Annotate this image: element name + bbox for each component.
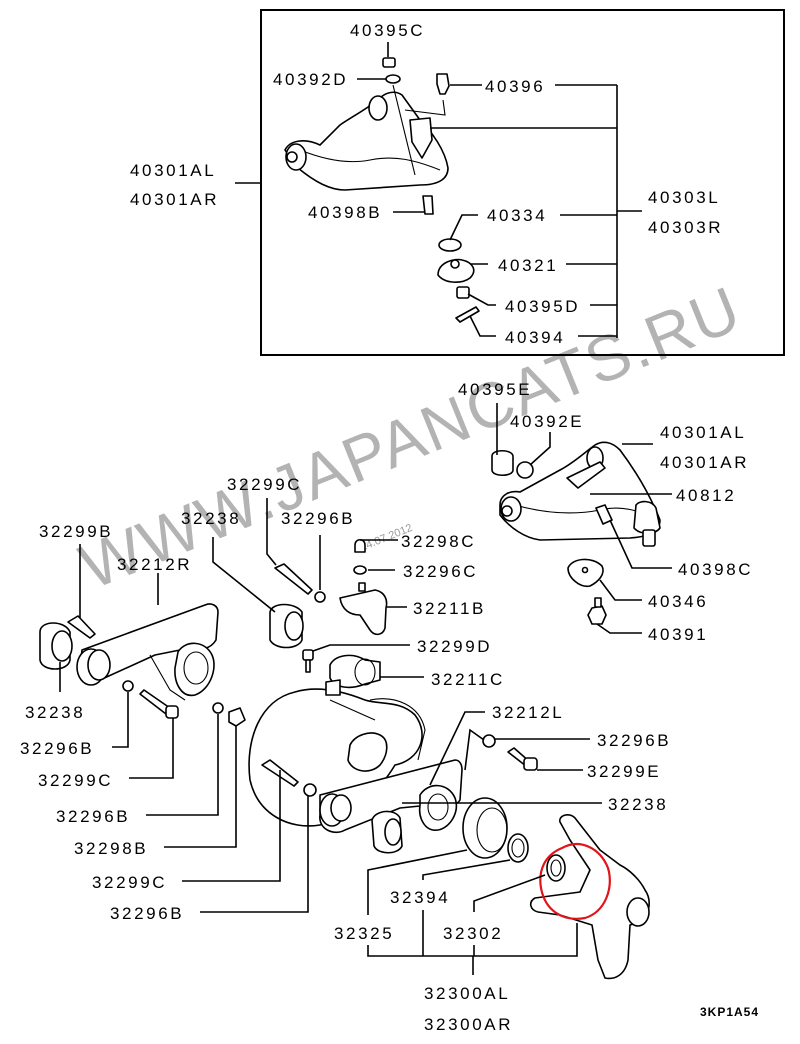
label-32296B-3: 32296B: [110, 904, 184, 923]
label-40303L: 40303L: [648, 188, 720, 207]
bolt-32299D: [302, 649, 314, 661]
label-40395E: 40395E: [458, 380, 532, 399]
nut-40395D: [456, 286, 470, 299]
label-32299C-top: 32299C: [227, 475, 302, 494]
label-32302: 32302: [443, 924, 503, 943]
label-32299C-1: 32299C: [38, 771, 113, 790]
label-32296B-top: 32296B: [281, 509, 355, 528]
label-32238-left: 32238: [25, 703, 85, 722]
watermark: WWW.JAPANCATS.RU 14.07.2012: [70, 272, 751, 603]
trailing-arm-32212L: [319, 734, 538, 863]
label-32298C: 32298C: [401, 532, 476, 551]
inset-upper-arm: [284, 57, 480, 323]
label-40392E: 40392E: [510, 412, 584, 431]
label-40391: 40391: [648, 625, 708, 644]
seal-32394: [507, 833, 529, 863]
label-32299C-2: 32299C: [92, 873, 167, 892]
label-32300AR: 32300AR: [424, 1015, 513, 1034]
inset-labels: 40395C 40392D 40396 40301AL 40301AR 4039…: [130, 21, 723, 347]
inset-ball-joint: [409, 117, 433, 159]
label-32299D: 32299D: [417, 637, 492, 656]
label-32325: 32325: [334, 924, 394, 943]
bolt-40398B: [422, 195, 434, 215]
label-32296B-2: 32296B: [56, 807, 130, 826]
trailing-arm-32212R: [39, 563, 326, 701]
label-40301AL-main: 40301AL: [660, 423, 746, 442]
label-40812: 40812: [676, 486, 736, 505]
label-32299E: 32299E: [587, 762, 661, 781]
washer-32296B-top: [314, 591, 326, 603]
label-32298B: 32298B: [74, 839, 148, 858]
bolt-32299B: [67, 615, 96, 639]
label-32296B-right: 32296B: [597, 731, 671, 750]
nut-40391: [587, 605, 607, 625]
label-40398C: 40398C: [678, 560, 753, 579]
watermark-text: WWW.JAPANCATS.RU: [70, 272, 751, 603]
bracket-32211B: [339, 589, 388, 636]
label-40321: 40321: [498, 256, 558, 275]
label-40301AR-inset: 40301AR: [130, 190, 219, 209]
label-40303R: 40303R: [648, 218, 723, 237]
label-32212L: 32212L: [492, 703, 564, 722]
grease-fitting-40396: [436, 73, 450, 95]
label-40334: 40334: [487, 206, 547, 225]
inset-leader-lines: [235, 42, 642, 338]
main-upper-arm: [491, 441, 661, 625]
label-40392D: 40392D: [273, 70, 348, 89]
label-32394: 32394: [390, 888, 450, 907]
label-32238-right: 32238: [608, 795, 668, 814]
bolt-40398C: [595, 504, 613, 525]
boot-40321: [437, 258, 475, 283]
washer-40392D: [385, 74, 401, 84]
nut-40395C: [382, 57, 396, 68]
bolt-32299C-top: [274, 563, 313, 595]
bracket-40812: [566, 461, 606, 489]
main-labels: 40395E 40392E 40301AL 40301AR 40812 4039…: [20, 380, 759, 1034]
label-32296C: 32296C: [403, 562, 478, 581]
label-32212R: 32212R: [117, 555, 192, 574]
cotter-pin-40394: [455, 306, 480, 323]
washer-32296B-2: [212, 702, 224, 714]
washer-32296B-right: [482, 734, 496, 748]
nut-32298B: [228, 707, 246, 727]
drawing-code: 3KP1A54: [700, 1005, 759, 1019]
label-32299B: 32299B: [39, 522, 113, 541]
label-32296B-1: 32296B: [20, 739, 94, 758]
washer-32296B-3: [303, 783, 317, 797]
knuckle-32300A: [529, 813, 650, 980]
label-40395D: 40395D: [505, 297, 580, 316]
label-40395C: 40395C: [350, 21, 425, 40]
differential-case: [122, 538, 426, 827]
label-40301AR-main: 40301AR: [660, 453, 749, 472]
label-32300AL: 32300AL: [424, 984, 510, 1003]
main-leader-lines: [59, 403, 672, 975]
label-32238-top: 32238: [181, 509, 241, 528]
label-40396: 40396: [485, 77, 545, 96]
washer-32296C: [353, 565, 367, 575]
label-32211B: 32211B: [413, 599, 486, 618]
label-40301AL-inset: 40301AL: [130, 161, 216, 180]
label-40398B: 40398B: [308, 203, 382, 222]
washer-32296B-1: [122, 680, 134, 692]
ball-joint: [633, 500, 661, 535]
washer-40392E: [516, 461, 534, 479]
label-32211C: 32211C: [431, 670, 505, 689]
seal-40334: [438, 238, 462, 252]
label-40394: 40394: [505, 328, 565, 347]
nut-32298C: [354, 538, 366, 553]
bushing-40395E: [491, 449, 514, 477]
label-40346: 40346: [648, 592, 708, 611]
